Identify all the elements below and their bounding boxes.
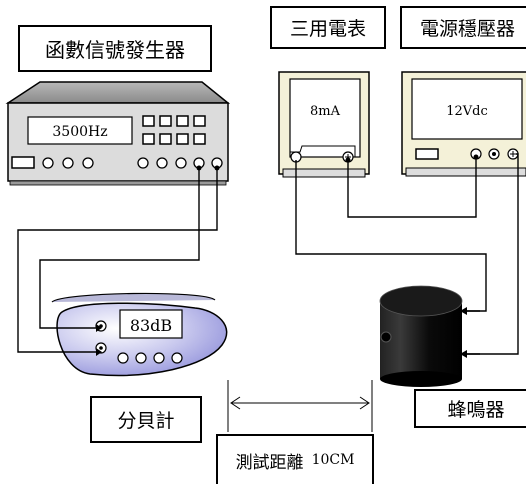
buzzer (379, 285, 480, 387)
multimeter-title: 三用電表 (270, 6, 386, 49)
generator-knobs[interactable] (42, 157, 187, 169)
sound-meter-label: 分貝計 (90, 396, 202, 443)
sound-meter-display-value: 83dB (130, 316, 172, 335)
generator-output-terminals[interactable] (193, 157, 223, 169)
multimeter-display-value: 8mA (310, 104, 341, 119)
sound-meter (51, 292, 228, 377)
buzzer-sound-hole (380, 331, 392, 343)
test-distance-value: 10CM (311, 452, 355, 468)
generator-display (27, 116, 133, 145)
sound-meter-display (119, 309, 183, 339)
generator-power-switch[interactable] (11, 156, 35, 169)
power-supply (401, 71, 526, 177)
buzzer-label: 蜂鳴器 (414, 389, 526, 428)
power-supply-title: 電源穩壓器 (400, 6, 526, 49)
power-supply-display-value: 12Vdc (446, 104, 488, 119)
distance-dimension (227, 380, 373, 432)
generator-display-value: 3500Hz (52, 124, 107, 140)
multimeter (278, 71, 370, 178)
multimeter-display (289, 78, 361, 158)
test-distance-label: 測試距離 10CM (216, 434, 374, 484)
power-supply-display (411, 78, 523, 140)
wire-arrowheads (96, 154, 479, 358)
generator-keypad[interactable] (142, 115, 206, 145)
wiring (17, 153, 519, 355)
function-generator-title: 函數信號發生器 (18, 25, 212, 72)
sound-meter-knobs[interactable] (117, 352, 183, 364)
test-distance-text: 測試距離 (235, 452, 304, 473)
function-generator (5, 81, 231, 186)
power-supply-switch[interactable] (415, 148, 439, 160)
